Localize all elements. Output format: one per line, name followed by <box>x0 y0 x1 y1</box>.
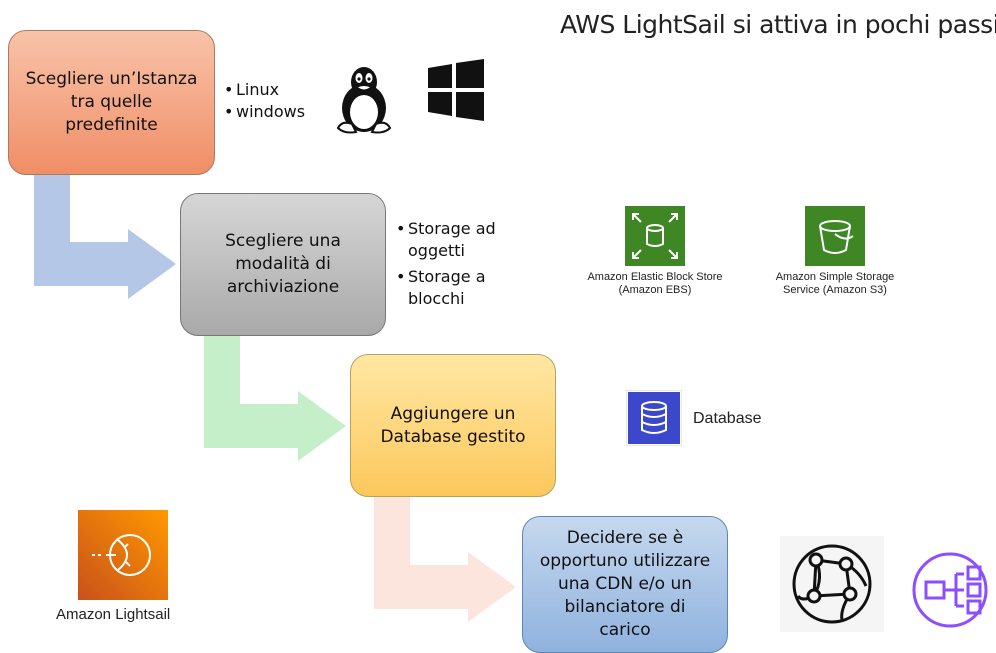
step-choose-instance: Scegliere un’Istanza tra quelle predefin… <box>8 30 215 175</box>
load-balancer-icon <box>906 550 996 630</box>
step-cdn-load-balancer-label: Decidere se è opportuno utilizzare una C… <box>539 528 711 640</box>
storage-object: Storage ad oggetti <box>396 218 526 262</box>
step-add-database: Aggiungere un Database gestito <box>350 354 556 497</box>
step-choose-storage-label: Scegliere una modalità di archiviazione <box>225 231 341 297</box>
database-label: Database <box>693 410 762 427</box>
ebs-caption: Amazon Elastic Block Store (Amazon EBS) <box>587 271 723 296</box>
arrow-step1-to-step2 <box>34 175 176 299</box>
page-title: AWS LightSail si attiva in pochi passi <box>560 10 996 39</box>
arrow-step3-to-step4 <box>374 497 516 622</box>
cdn-icon <box>780 536 884 632</box>
arrow-step2-to-step3 <box>204 336 346 461</box>
os-linux: Linux <box>224 79 305 101</box>
step-add-database-label: Aggiungere un Database gestito <box>380 403 526 447</box>
s3-icon <box>805 206 865 266</box>
ebs-icon <box>625 206 685 266</box>
step-cdn-load-balancer: Decidere se è opportuno utilizzare una C… <box>522 516 728 653</box>
os-windows: windows <box>224 101 305 123</box>
linux-icon <box>328 62 400 136</box>
step-choose-storage: Scegliere una modalità di archiviazione <box>180 193 386 336</box>
storage-type-list: Storage ad oggetti Storage a blocchi <box>396 218 526 310</box>
instance-os-list: Linux windows <box>224 79 305 123</box>
database-icon <box>625 389 683 447</box>
storage-block: Storage a blocchi <box>396 266 526 310</box>
step-choose-instance-label: Scegliere un’Istanza tra quelle predefin… <box>25 69 198 135</box>
lightsail-caption: Amazon Lightsail <box>56 606 171 623</box>
s3-caption: Amazon Simple Storage Service (Amazon S3… <box>775 271 895 296</box>
lightsail-icon <box>78 510 168 600</box>
windows-icon <box>412 48 500 132</box>
